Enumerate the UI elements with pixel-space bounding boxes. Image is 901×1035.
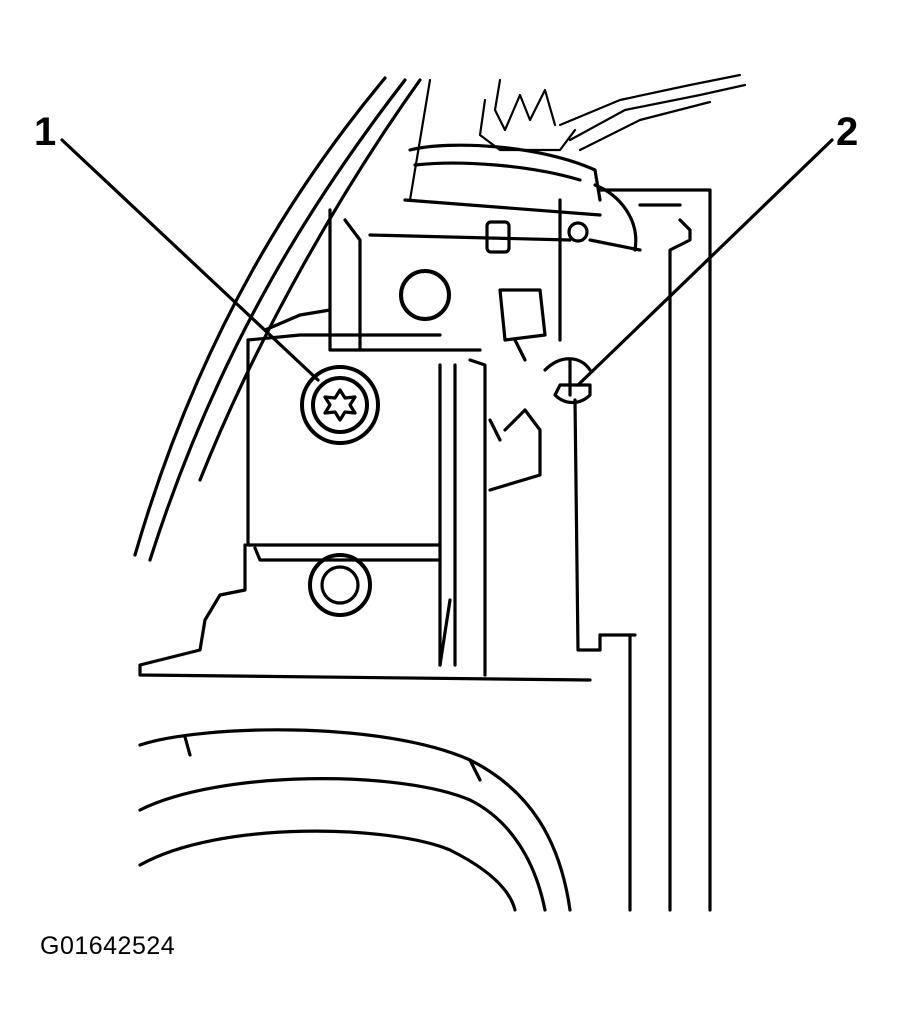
wiring-harness — [408, 73, 747, 202]
callout-1-leader — [60, 138, 320, 382]
door-panel-opening — [138, 728, 572, 912]
upper-bracket — [328, 143, 642, 362]
callout-label-1: 1 — [34, 110, 57, 154]
hinge-pillar — [593, 183, 712, 912]
hinge-plate — [138, 308, 592, 682]
lower-bolt — [308, 553, 372, 617]
callout-label-2: 2 — [836, 110, 859, 154]
leader-lines — [60, 138, 834, 387]
pillar-trim-lines — [133, 76, 422, 562]
channel-strips — [438, 358, 602, 677]
callout-2-leader — [576, 138, 834, 387]
torx-bolt — [300, 365, 380, 445]
figure-id: G01642524 — [40, 932, 176, 960]
door-check-clip — [488, 357, 592, 492]
